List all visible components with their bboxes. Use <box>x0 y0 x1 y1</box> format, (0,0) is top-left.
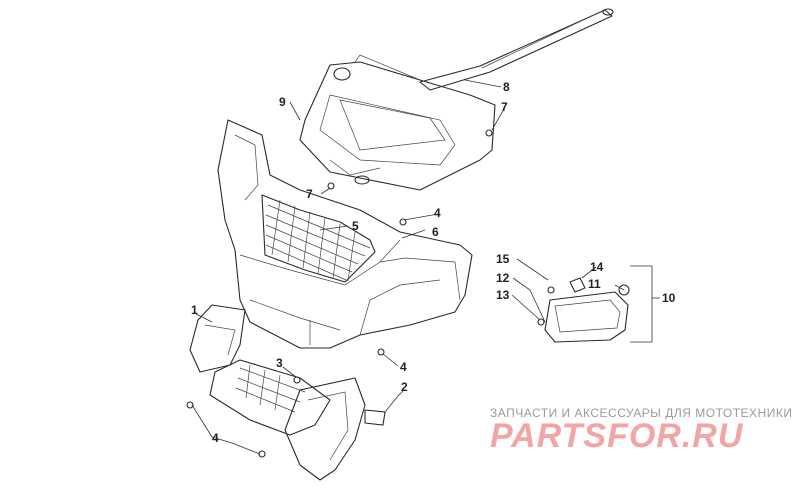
callout-15: 15 <box>496 252 510 266</box>
leader-lines <box>191 79 660 455</box>
callout-13: 13 <box>496 288 510 302</box>
callout-4-bottom: 4 <box>212 431 219 445</box>
part-5-grille <box>261 194 376 283</box>
watermark-tagline: ЗАПЧАСТИ И АКСЕССУАРЫ ДЛЯ МОТОТЕХНИКИ <box>490 406 792 420</box>
callout-7-left: 7 <box>306 187 313 201</box>
watermark-logo: PARTSFOR.RU <box>490 417 744 455</box>
part-8-rod <box>419 8 614 91</box>
callout-8: 8 <box>503 80 510 94</box>
callout-12: 12 <box>496 271 510 285</box>
part-3-lower-grille <box>209 359 331 436</box>
callout-2: 2 <box>401 380 408 394</box>
part-1-lower-left-bracket <box>189 304 246 373</box>
callout-4-top: 4 <box>434 206 441 220</box>
callout-1: 1 <box>191 303 198 317</box>
part-2-lower-fender <box>284 377 386 481</box>
callout-4-mid: 4 <box>400 360 407 374</box>
watermark: ЗАПЧАСТИ И АКСЕССУАРЫ ДЛЯ МОТОТЕХНИКИ PA… <box>490 406 792 455</box>
part-10-headlight-assembly <box>537 277 630 343</box>
callout-7-right: 7 <box>501 100 508 114</box>
callout-9: 9 <box>279 95 286 109</box>
callout-5: 5 <box>352 219 359 233</box>
callout-6: 6 <box>432 225 439 239</box>
callout-labels: 1 2 3 4 4 4 5 6 7 7 8 9 10 11 12 13 14 1… <box>191 80 676 445</box>
callout-3: 3 <box>276 356 283 370</box>
part-6-front-fascia <box>217 119 473 349</box>
part-9-upper-panel <box>299 54 496 191</box>
callout-14: 14 <box>590 260 604 274</box>
callout-10: 10 <box>662 291 676 305</box>
callout-11: 11 <box>588 277 601 291</box>
fasteners <box>186 129 493 458</box>
